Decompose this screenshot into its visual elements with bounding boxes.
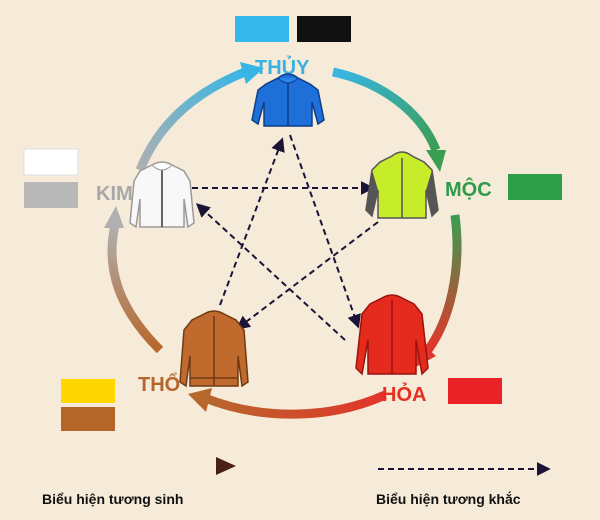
legend: Biểu hiện tương sinh Biểu hiện tương khắ… xyxy=(42,457,551,507)
arrowhead-kim xyxy=(104,206,124,228)
swatch-kim-2 xyxy=(24,182,78,208)
swatch-thuy-1 xyxy=(235,16,289,42)
dash-thuy-to-hoa xyxy=(289,134,361,329)
arrow-tho-to-kim xyxy=(107,224,164,354)
brown-jacket-icon xyxy=(179,310,249,388)
arrow-kim-to-thuy xyxy=(135,67,247,172)
swatch-tho-2 xyxy=(61,407,115,431)
generating-cycle xyxy=(104,62,462,419)
dash-moc-to-tho xyxy=(235,221,379,330)
white-jacket-icon xyxy=(129,161,195,229)
arrow-thuy-to-moc xyxy=(332,67,441,152)
overcoming-star xyxy=(192,134,379,341)
blue-jacket-icon xyxy=(251,73,325,127)
legend-generating-label: Biểu hiện tương sinh xyxy=(42,491,183,507)
legend-generating-arrowhead xyxy=(216,457,236,475)
dash-hoa-to-kim xyxy=(195,203,346,341)
swatch-moc-1 xyxy=(508,174,562,200)
arrowhead-tho xyxy=(188,388,212,412)
label-moc: MỘC xyxy=(445,177,492,201)
swatch-kim-1 xyxy=(23,148,79,176)
arrow-hoa-to-tho xyxy=(203,390,387,419)
green-jacket-icon xyxy=(365,151,439,219)
arrow-moc-to-hoa xyxy=(424,214,462,353)
label-tho: THỔ xyxy=(138,372,180,396)
arrowhead-moc xyxy=(426,150,446,172)
swatch-tho-1 xyxy=(61,379,115,403)
swatch-hoa-1 xyxy=(448,378,502,404)
label-hoa: HỎA xyxy=(382,382,426,406)
red-jacket-icon xyxy=(355,294,429,376)
swatch-thuy-2 xyxy=(297,16,351,42)
swatches xyxy=(23,16,562,431)
arrowhead-thuy xyxy=(240,62,264,84)
dash-tho-to-thuy xyxy=(219,137,285,306)
legend-overcoming-label: Biểu hiện tương khắc xyxy=(376,490,521,507)
label-kim: KIM xyxy=(96,183,133,205)
